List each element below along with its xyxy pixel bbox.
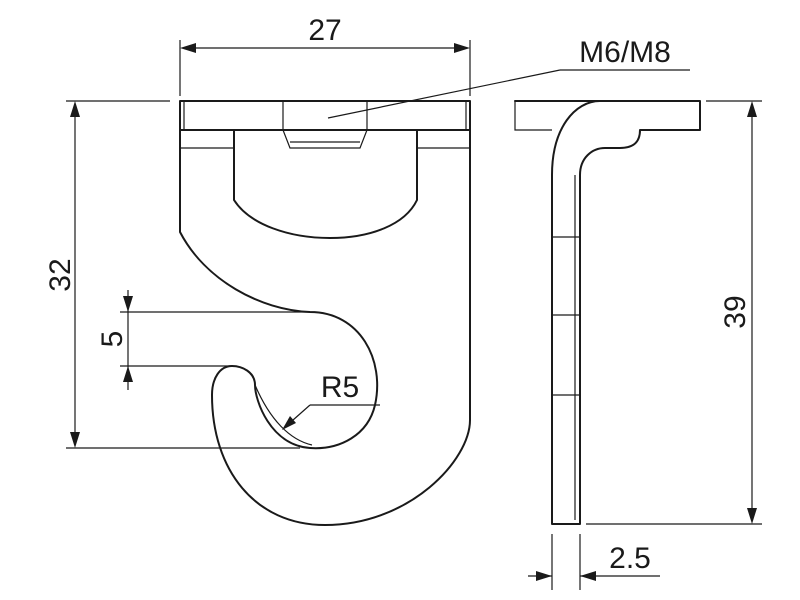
dimension-height-left: 32 <box>44 100 300 449</box>
hook-body <box>179 129 471 526</box>
hook-notch <box>254 384 313 446</box>
thread-label: M6/M8 <box>579 36 671 69</box>
front-view <box>179 100 471 526</box>
side-view <box>514 100 701 525</box>
dimension-width: 27 <box>179 14 471 96</box>
width-label: 27 <box>308 14 341 47</box>
top-plate <box>179 100 471 131</box>
dimension-radius: R5 <box>282 371 380 430</box>
height-right-label: 39 <box>719 295 752 328</box>
thickness-label: 2.5 <box>609 542 651 575</box>
height-left-label: 32 <box>44 258 77 291</box>
dimension-gap: 5 <box>96 290 310 390</box>
thread-callout: M6/M8 <box>327 36 690 119</box>
side-profile <box>514 100 701 525</box>
gap-label: 5 <box>96 331 129 348</box>
inner-lip <box>233 129 418 239</box>
dimension-thickness: 2.5 <box>528 534 660 590</box>
dimension-height-right: 39 <box>586 100 762 525</box>
threaded-hole <box>282 101 368 149</box>
side-bend <box>514 101 552 131</box>
radius-label: R5 <box>321 371 359 404</box>
